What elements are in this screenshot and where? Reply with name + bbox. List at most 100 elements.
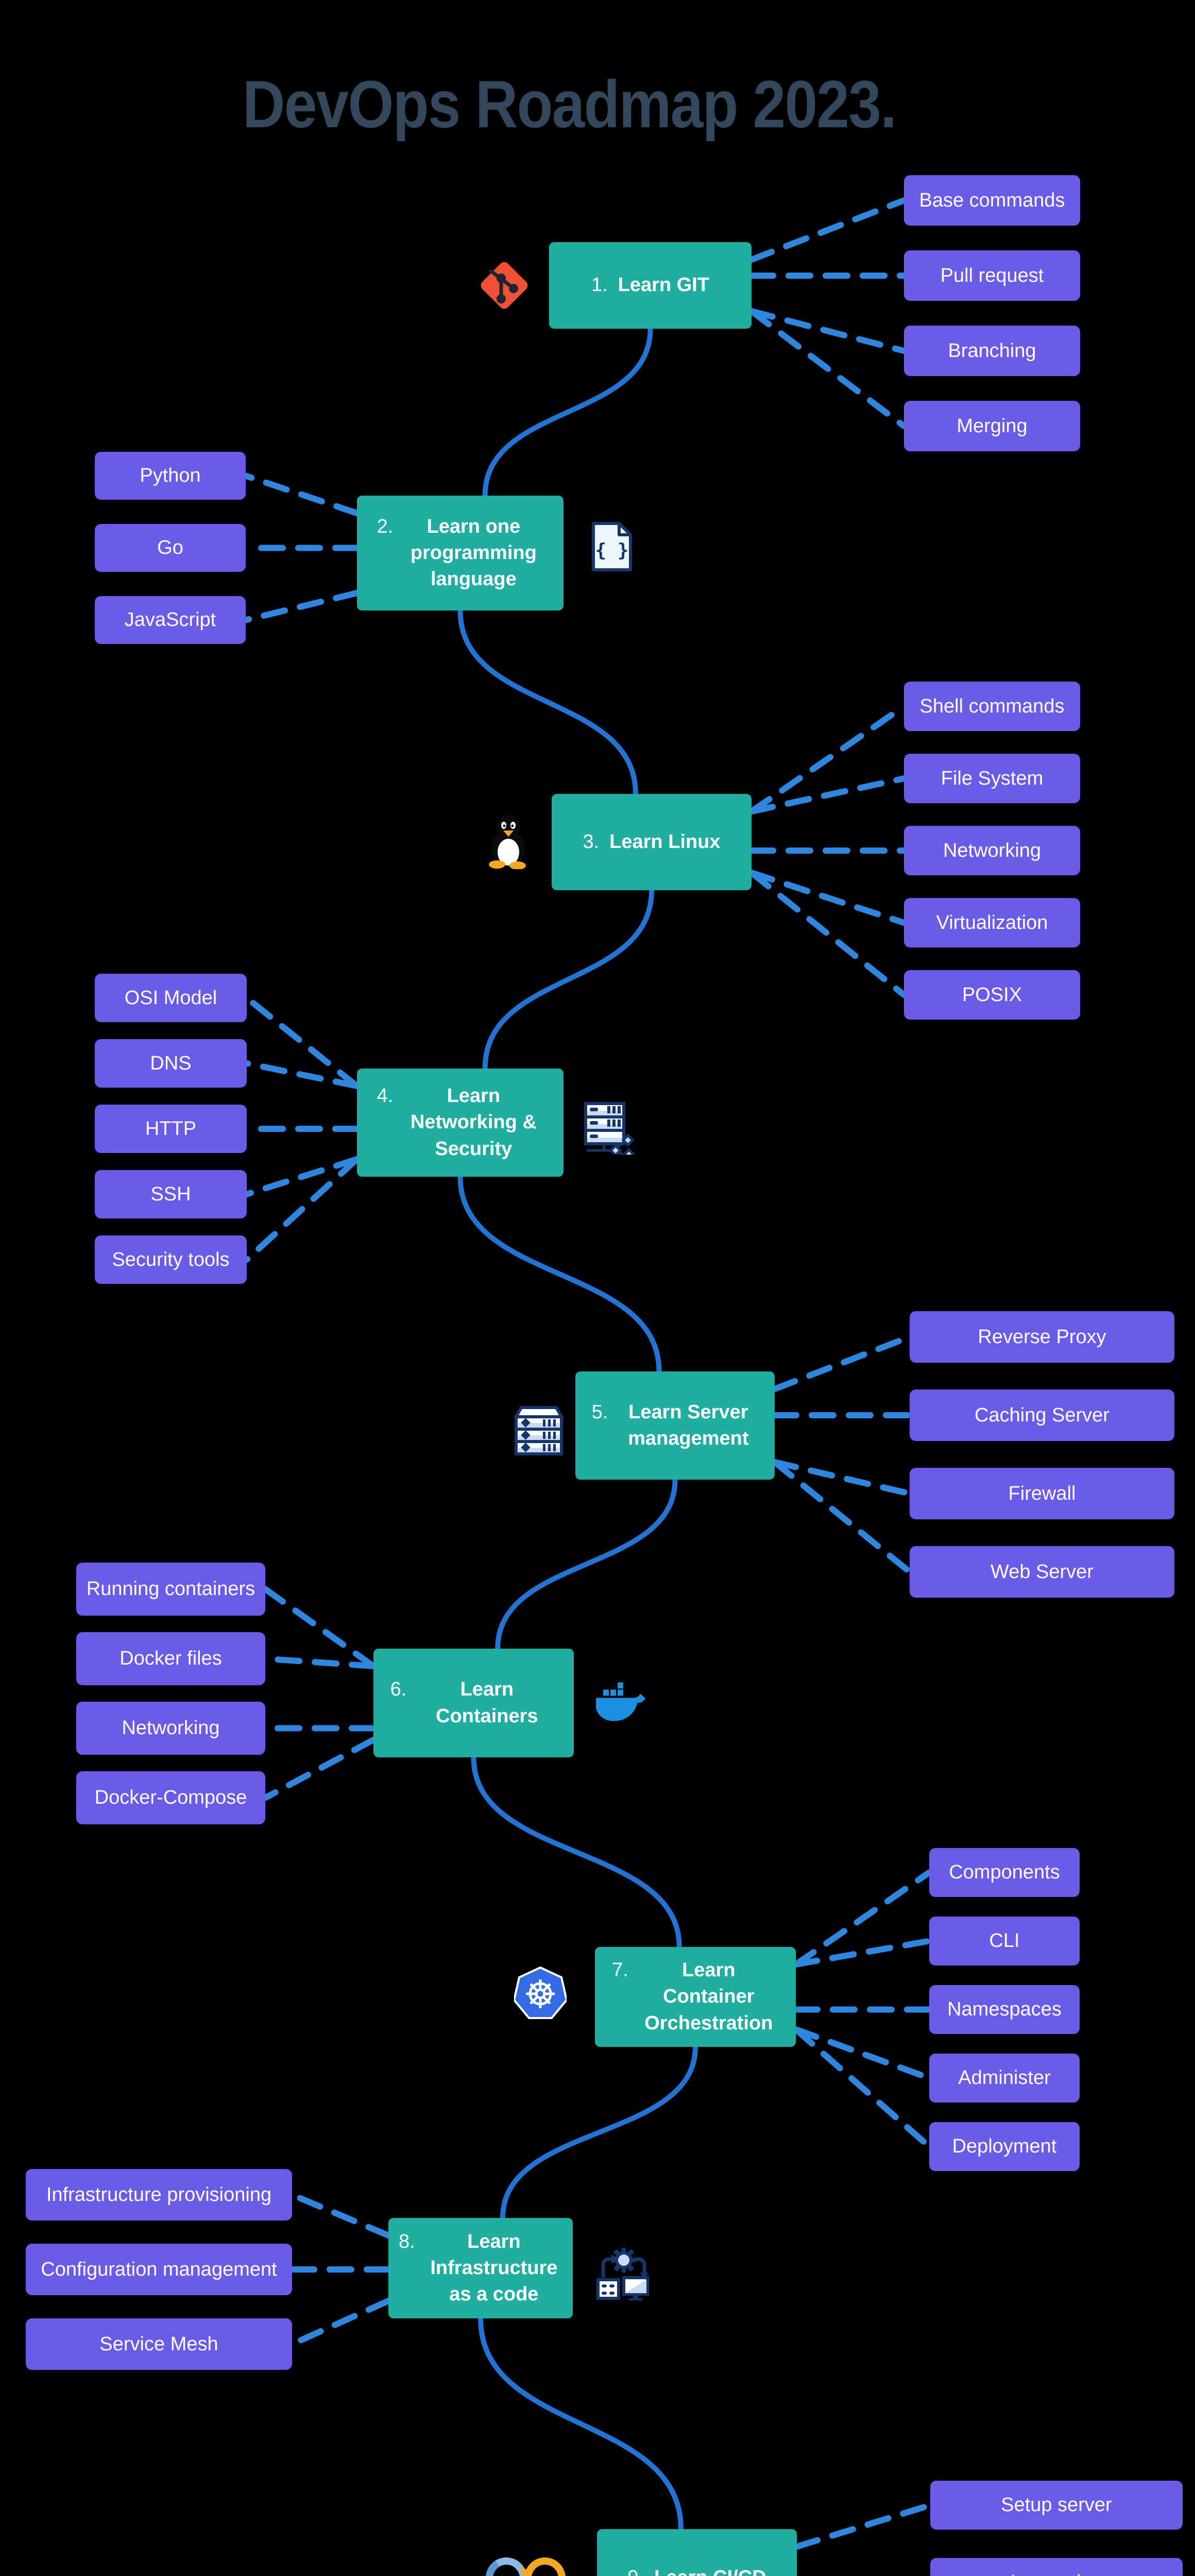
branch-security-tools: Security tools xyxy=(95,1235,247,1284)
connector-dashed-line xyxy=(793,1938,932,1968)
branch-label: Reverse Proxy xyxy=(978,1326,1106,1348)
branch-javascript: JavaScript xyxy=(95,596,246,644)
branch-label: Pull request xyxy=(940,264,1044,286)
branch-cli: CLI xyxy=(929,1917,1080,1965)
branch-label: Branching xyxy=(948,340,1036,362)
branch-setup-server: Setup server xyxy=(930,2481,1183,2530)
branch-base-commands: Base commands xyxy=(904,175,1080,226)
branch-http: HTTP xyxy=(95,1105,247,1153)
branch-label: Setup server xyxy=(1001,2494,1112,2516)
node-label: Learn Containers xyxy=(436,1679,538,1727)
node-number: 2. xyxy=(377,515,394,537)
connector-dashed-line xyxy=(748,308,907,429)
connector-dashed-line xyxy=(748,775,907,815)
branch-file-system: File System xyxy=(904,754,1080,803)
git-icon xyxy=(475,257,533,314)
branch-configuration-management: Configuration management xyxy=(26,2244,292,2295)
spine-path xyxy=(457,326,698,2532)
connector-dashed-line xyxy=(794,2502,933,2550)
branch-virtualization: Virtualization xyxy=(904,898,1080,947)
branch-docker-compose: Docker-Compose xyxy=(76,1771,265,1824)
branch-networking: Networking xyxy=(904,826,1080,875)
node-label: Learn one programming language xyxy=(410,515,537,590)
branch-branching: Branching xyxy=(904,326,1080,376)
node-learn-infrastructure-as-a-code: 8. Learn Infrastructure as a code xyxy=(388,2218,573,2318)
connector-dashed-line xyxy=(244,995,360,1089)
branch-label: Integration xyxy=(1010,2571,1103,2576)
connector-dashed-line xyxy=(244,1156,360,1263)
branch-label: CLI xyxy=(989,1930,1020,1952)
branch-label: Namespaces xyxy=(947,1998,1062,2020)
branch-components: Components xyxy=(929,1848,1080,1897)
branch-label: Running containers xyxy=(86,1578,255,1600)
branch-label: Go xyxy=(157,537,183,558)
node-learn-ci-cd: 9. Learn CI/CD xyxy=(597,2529,797,2576)
node-number: 4. xyxy=(377,1085,394,1107)
branch-label: Service Mesh xyxy=(99,2333,218,2355)
branch-docker-files: Docker files xyxy=(76,1632,265,1685)
connector-dashed-line xyxy=(262,1737,377,1801)
node-number: 8. xyxy=(399,2230,415,2252)
branch-label: SSH xyxy=(150,1183,191,1205)
connector-dashed-line xyxy=(793,2026,932,2081)
branch-label: Configuration management xyxy=(41,2258,277,2280)
branch-go: Go xyxy=(95,524,246,572)
node-label: Learn Infrastructure as a code xyxy=(430,2230,558,2306)
branch-label: Networking xyxy=(122,1717,220,1739)
node-number: 9. xyxy=(627,2565,644,2576)
branch-label: Docker-Compose xyxy=(94,1787,247,1808)
branch-shell-commands: Shell commands xyxy=(904,682,1080,731)
connector-dashed-line xyxy=(772,1459,913,1575)
branch-infrastructure-provisioning: Infrastructure provisioning xyxy=(26,2169,292,2221)
node-learn-container-orchestration: 7. Learn Container Orchestration xyxy=(595,1947,796,2047)
branch-pull-request: Pull request xyxy=(904,250,1080,301)
connector-dashed-line xyxy=(243,472,360,516)
connector-dashed-line xyxy=(243,590,360,623)
branch-caching-server: Caching Server xyxy=(910,1389,1174,1441)
branch-label: Base commands xyxy=(919,189,1065,211)
node-learn-one-programming-language: 2. Learn one programming language xyxy=(357,496,564,611)
branch-networking: Networking xyxy=(76,1702,265,1755)
node-number: 3. xyxy=(583,831,600,853)
node-label: Learn Container Orchestration xyxy=(644,1959,773,2034)
node-label: Learn Networking & Security xyxy=(410,1085,537,1160)
node-learn-git: 1.Learn GIT xyxy=(549,242,752,329)
connector-dashed-line xyxy=(748,197,907,263)
server-tower-icon xyxy=(514,1405,564,1456)
branch-label: HTTP xyxy=(145,1117,197,1140)
connector-dashed-line xyxy=(244,1060,360,1089)
connector-dashed-line xyxy=(289,2192,391,2239)
connector-dashed-line xyxy=(748,703,907,815)
node-label: Learn Server management xyxy=(628,1401,749,1449)
branch-reverse-proxy: Reverse Proxy xyxy=(910,1311,1174,1363)
branch-label: Virtualization xyxy=(936,911,1048,934)
node-number: 5. xyxy=(591,1401,608,1423)
connector-dashed-line xyxy=(262,1586,377,1669)
branch-label: Merging xyxy=(957,415,1028,437)
linux-penguin-icon xyxy=(486,810,531,869)
node-learn-linux: 3. Learn Linux xyxy=(552,794,752,890)
branch-posix: POSIX xyxy=(904,970,1080,1020)
branch-deployment: Deployment xyxy=(929,2122,1080,2171)
node-label: Learn CI/CD xyxy=(654,2565,766,2576)
branch-label: Docker files xyxy=(120,1648,222,1669)
branch-label: DNS xyxy=(150,1052,192,1074)
node-label: Learn Linux xyxy=(609,831,721,853)
node-learn-server-management: 5. Learn Server management xyxy=(575,1371,775,1480)
node-number: 7. xyxy=(612,1959,628,1981)
node-learn-containers: 6.Learn Containers xyxy=(373,1649,574,1757)
connector-dashed-line xyxy=(793,1869,932,1968)
connector-dashed-line xyxy=(262,1655,377,1669)
branch-ssh: SSH xyxy=(95,1170,247,1218)
branch-label: Components xyxy=(949,1861,1060,1883)
devops-infinity-icon xyxy=(478,2554,576,2576)
connector-dashed-line xyxy=(772,1334,913,1392)
branch-label: File System xyxy=(941,767,1044,789)
branch-label: Security tools xyxy=(112,1248,230,1270)
connector-dashed-line xyxy=(748,870,907,998)
docker-icon xyxy=(595,1681,646,1726)
svg-text:{ }: { } xyxy=(595,540,628,561)
node-label: Learn GIT xyxy=(618,274,710,296)
page-title: DevOps Roadmap 2023. xyxy=(242,66,897,142)
